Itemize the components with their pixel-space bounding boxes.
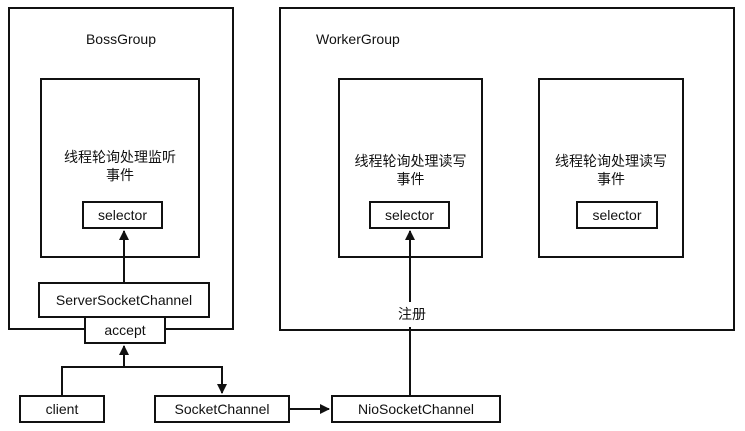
worker-selector-label-1: selector — [384, 207, 435, 223]
nio-socket-channel-box: NioSocketChannel — [331, 395, 501, 423]
accept-label: accept — [104, 322, 146, 338]
boss-thread-label: 线程轮询处理监听 事件 — [64, 149, 176, 183]
server-socket-channel-label: ServerSocketChannel — [55, 292, 193, 308]
accept-box: accept — [84, 316, 166, 344]
worker-thread-label-1: 线程轮询处理读写 事件 — [354, 153, 467, 187]
boss-selector: selector — [82, 201, 163, 229]
worker-thread-label-2: 线程轮询处理读写 事件 — [555, 153, 667, 187]
socket-channel-label: SocketChannel — [174, 401, 270, 417]
nio-socket-channel-label: NioSocketChannel — [358, 401, 474, 417]
boss-group-title: BossGroup — [85, 31, 157, 47]
worker-selector-1: selector — [369, 201, 450, 229]
client-label: client — [45, 401, 79, 417]
arrow-accept-to-socketchannel — [124, 366, 227, 394]
client-box: client — [19, 395, 105, 423]
socket-channel-box: SocketChannel — [154, 395, 290, 423]
boss-selector-label: selector — [97, 207, 148, 223]
worker-group-title: WorkerGroup — [316, 31, 400, 47]
worker-selector-label-2: selector — [592, 207, 642, 223]
arrow-client-to-accept — [61, 345, 129, 395]
server-socket-channel: ServerSocketChannel — [38, 282, 210, 318]
worker-selector-2: selector — [576, 201, 658, 229]
register-label: 注册 — [392, 305, 432, 323]
